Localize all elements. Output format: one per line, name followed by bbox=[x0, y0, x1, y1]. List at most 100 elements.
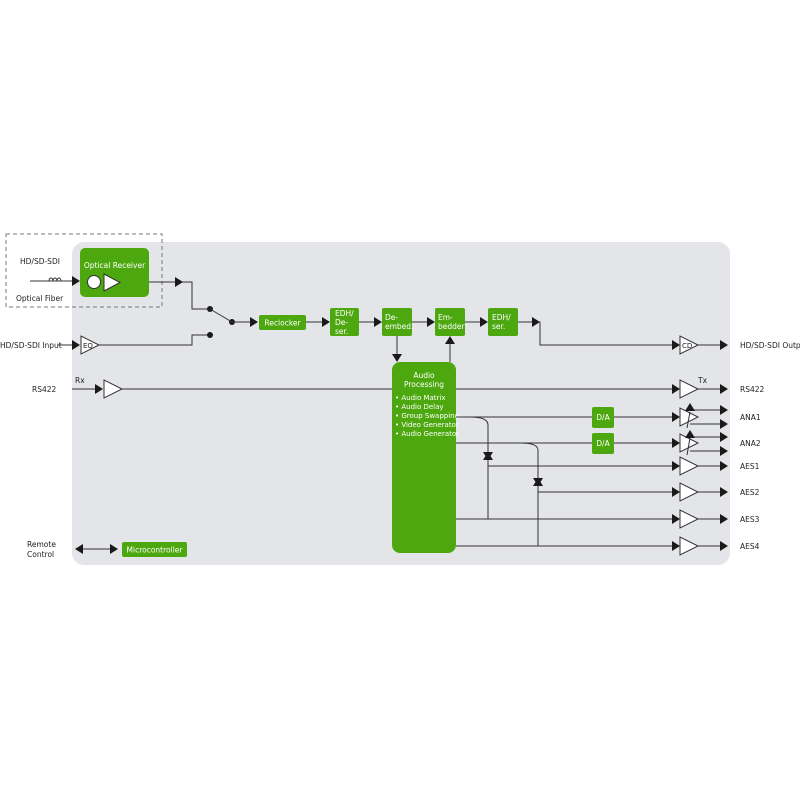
arrowhead-icon bbox=[720, 432, 728, 442]
arrowhead-icon bbox=[110, 544, 118, 554]
remote-label-2: Control bbox=[27, 550, 54, 559]
fiber-coil-icon bbox=[48, 277, 62, 282]
arrowhead-icon bbox=[480, 317, 488, 327]
audio-title-1: Audio bbox=[413, 371, 435, 380]
arrowhead-icon bbox=[672, 514, 680, 524]
arrowhead-icon bbox=[672, 541, 680, 551]
microcontroller-label: Microcontroller bbox=[127, 546, 184, 555]
de-embed-label-1: De- bbox=[385, 313, 398, 322]
de-embed-block: De- embed. bbox=[382, 308, 413, 336]
arrowhead-icon bbox=[445, 336, 455, 344]
arrowhead-icon bbox=[427, 317, 435, 327]
arrowhead-icon bbox=[72, 276, 80, 286]
tx-label: Tx bbox=[697, 376, 708, 385]
optical-fiber-label: Optical Fiber bbox=[16, 294, 64, 303]
input-switch[interactable] bbox=[207, 306, 252, 338]
arrowhead-icon bbox=[672, 487, 680, 497]
arrowhead-icon bbox=[720, 419, 728, 429]
optical-receiver-label: Optical Receiver bbox=[84, 261, 146, 270]
eq-label: EQ bbox=[83, 342, 93, 350]
arrowhead-icon bbox=[720, 384, 728, 394]
arrowhead-icon bbox=[720, 446, 728, 456]
arrowhead-icon bbox=[672, 412, 680, 422]
arrowhead-icon bbox=[720, 405, 728, 415]
aes-routing-lines bbox=[456, 416, 674, 547]
eq-block: EQ bbox=[80, 335, 101, 355]
arrowhead-icon bbox=[532, 317, 540, 327]
arrowhead-icon bbox=[720, 514, 728, 524]
edh-ser-label-1: EDH/ bbox=[492, 313, 511, 322]
photodiode-icon bbox=[87, 275, 101, 289]
audio-processing-block: Audio Processing • Audio Matrix • Audio … bbox=[392, 362, 459, 553]
remote-label-1: Remote bbox=[27, 540, 56, 549]
embedder-label-1: Em- bbox=[438, 313, 453, 322]
edh-ser-block: EDH/ ser. bbox=[488, 308, 518, 336]
de-embed-label-2: embed. bbox=[385, 322, 413, 331]
audio-item: • Video Generator bbox=[395, 421, 459, 429]
arrowhead-icon bbox=[685, 430, 695, 438]
da-converter-1: D/A bbox=[592, 407, 614, 428]
audio-link-lines bbox=[396, 336, 451, 362]
eq-path bbox=[99, 334, 210, 346]
reclocker-block: Reclocker bbox=[259, 315, 306, 330]
edh-ser-label-2: ser. bbox=[492, 322, 505, 331]
arrowhead-icon bbox=[175, 277, 183, 287]
arrowhead-icon bbox=[533, 478, 543, 486]
audio-item: • Audio Matrix bbox=[395, 394, 446, 402]
aes4-label: AES4 bbox=[740, 542, 760, 551]
aes1-label: AES1 bbox=[740, 462, 760, 471]
da1-label: D/A bbox=[596, 413, 610, 422]
arrowhead-icon bbox=[720, 461, 728, 471]
arrowhead-icon bbox=[250, 317, 258, 327]
arrowhead-icon bbox=[374, 317, 382, 327]
optical-option-frame bbox=[5, 233, 163, 308]
audio-item: • Audio Delay bbox=[395, 403, 444, 411]
optical-receiver-block: Optical Receiver bbox=[80, 248, 149, 297]
sdi-output-label: HD/SD-SDI Output bbox=[740, 341, 800, 350]
embedder-label-2: bedder bbox=[438, 322, 466, 331]
audio-item: • Group Swapping bbox=[395, 412, 459, 420]
rx-buffer bbox=[103, 379, 124, 399]
ana2-label: ANA2 bbox=[740, 439, 761, 448]
arrowhead-icon bbox=[672, 340, 680, 350]
da2-label: D/A bbox=[596, 439, 610, 448]
arrowhead-icon bbox=[720, 541, 728, 551]
audio-title-2: Processing bbox=[404, 380, 444, 389]
arrowhead-icon bbox=[95, 384, 103, 394]
main-signal-path bbox=[306, 321, 674, 346]
balanced-feedback-lines bbox=[686, 411, 691, 456]
arrowhead-icon bbox=[392, 354, 402, 362]
cd-label: CD bbox=[682, 342, 692, 350]
sdi-input-label: HD/SD-SDI Input bbox=[0, 341, 62, 350]
rx-label: Rx bbox=[75, 376, 85, 385]
edh-deser-block: EDH/ De- ser. bbox=[330, 308, 359, 336]
arrowhead-icon bbox=[720, 340, 728, 350]
microcontroller-block: Microcontroller bbox=[122, 542, 187, 557]
ana1-label: ANA1 bbox=[740, 413, 761, 422]
arrowhead-icon bbox=[322, 317, 330, 327]
arrowhead-icon bbox=[672, 461, 680, 471]
optical-input-label: HD/SD-SDI bbox=[20, 257, 60, 266]
audio-item: • Audio Generator bbox=[395, 430, 459, 438]
arrowhead-icon bbox=[75, 544, 83, 554]
aes2-label: AES2 bbox=[740, 488, 760, 497]
embedder-block: Em- bedder bbox=[435, 308, 466, 336]
reclocker-label: Reclocker bbox=[264, 319, 301, 328]
arrowhead-icon bbox=[672, 438, 680, 448]
arrowhead-icon bbox=[672, 384, 680, 394]
arrowhead-icon bbox=[72, 340, 80, 350]
aes3-label: AES3 bbox=[740, 515, 760, 524]
arrowhead-icon bbox=[685, 403, 695, 411]
edh-deser-label-3: ser. bbox=[335, 327, 348, 336]
edh-deser-label-2: De- bbox=[335, 318, 348, 327]
ana-lines bbox=[456, 416, 674, 444]
amplifier-icon bbox=[103, 273, 122, 292]
output-lines bbox=[690, 344, 722, 547]
arrowhead-icon bbox=[483, 452, 493, 460]
da-converter-2: D/A bbox=[592, 433, 614, 454]
optical-path bbox=[149, 281, 210, 310]
rs422-out-label: RS422 bbox=[740, 385, 765, 394]
rs422-in-label: RS422 bbox=[32, 385, 57, 394]
arrowhead-icon bbox=[720, 487, 728, 497]
